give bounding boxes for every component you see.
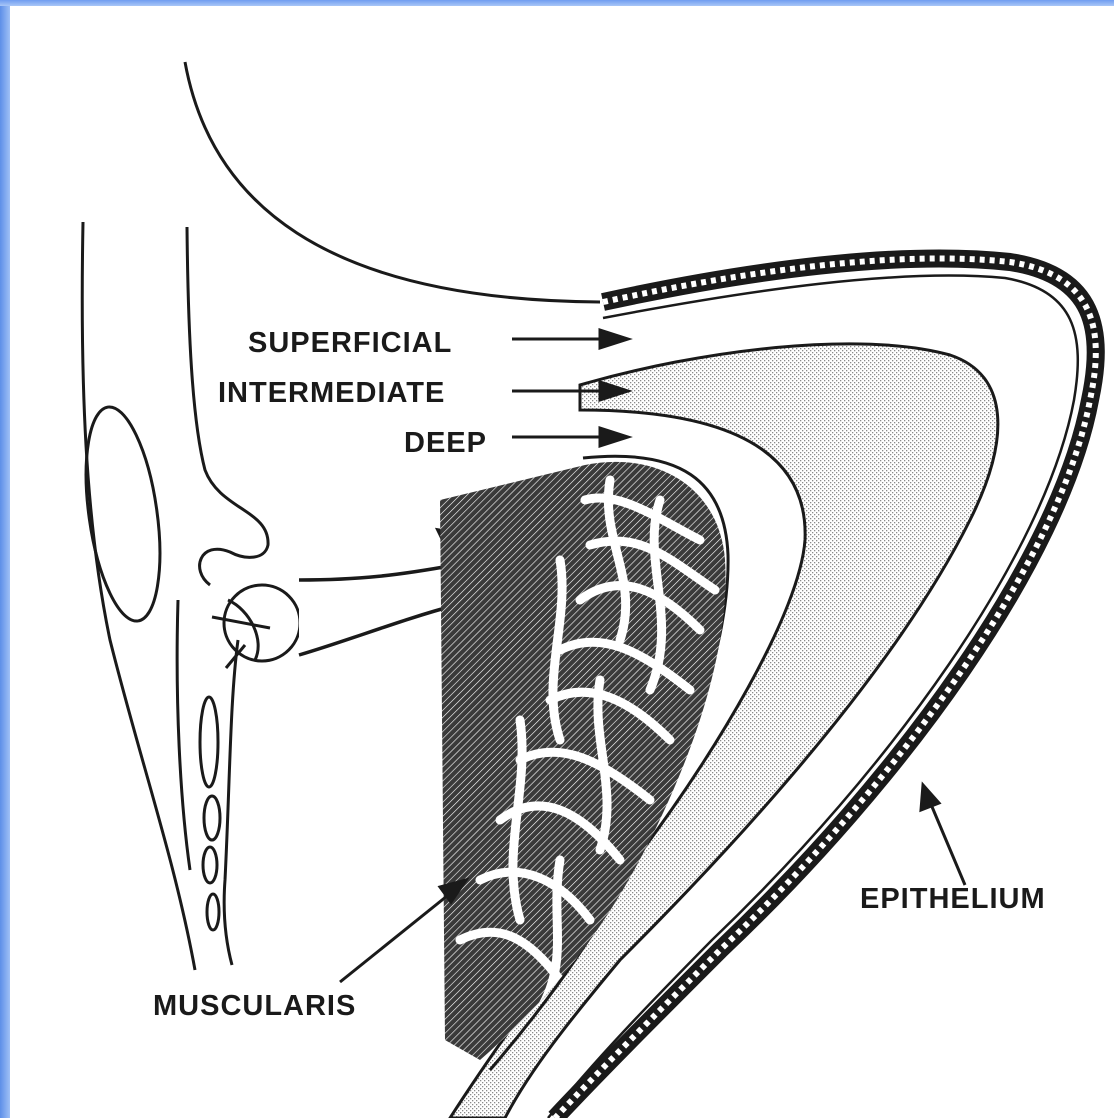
epithelium-arrow-icon	[921, 785, 939, 810]
label-muscularis: MUSCULARIS	[153, 990, 356, 1022]
label-superficial: SUPERFICIAL	[248, 327, 452, 359]
superficial-arrow-icon	[600, 330, 628, 348]
outer-surface-curve	[185, 62, 600, 302]
deep-arrow-icon	[600, 428, 628, 446]
label-deep: DEEP	[404, 427, 487, 459]
label-intermediate: INTERMEDIATE	[218, 377, 445, 409]
label-epithelium: EPITHELIUM	[860, 883, 1046, 915]
